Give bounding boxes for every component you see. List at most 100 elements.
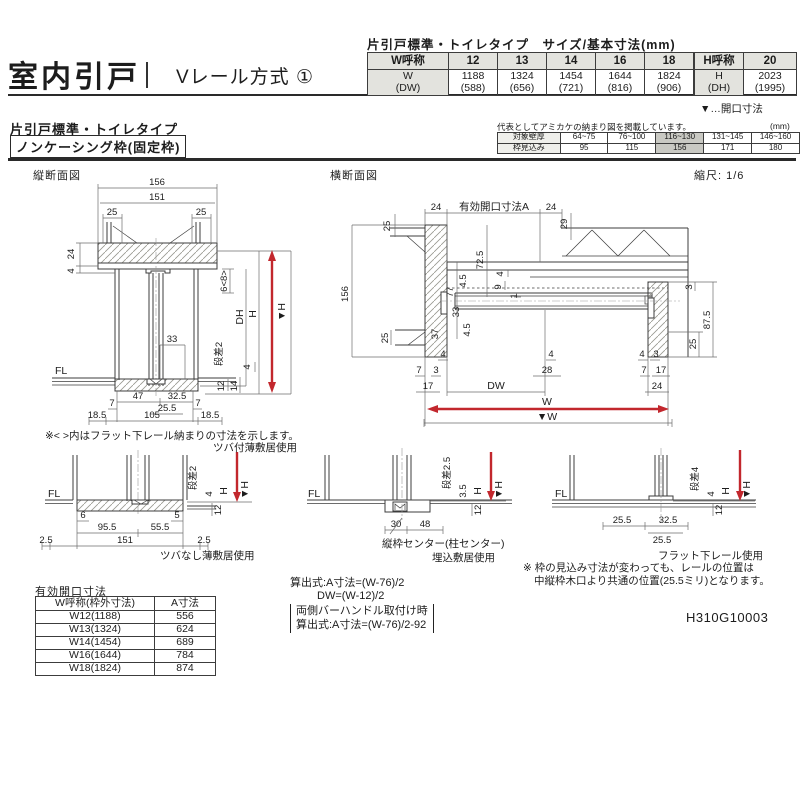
opening-table-title: 有効開口寸法: [35, 586, 107, 598]
d1-4: 4: [204, 491, 215, 496]
d3-32-5: 32.5: [659, 515, 678, 526]
size-table-value-row: W (DW) 1188(588) 1324(656) 1454(721) 164…: [367, 69, 694, 96]
detail1-linework: [45, 450, 216, 514]
h-col-20: 20: [743, 52, 797, 70]
wall-row2-label: 枠見込み: [497, 142, 561, 154]
wall-range-4: 131~145: [703, 132, 753, 144]
type-label: 片引戸標準・トイレタイプ: [10, 122, 179, 137]
w-row-label: W (DW): [367, 69, 449, 96]
wall-range-5: 146~160: [751, 132, 800, 144]
opening-w14: W14(1454): [35, 636, 155, 650]
hs-dim-87-5: 87.5: [702, 311, 713, 330]
wall-thickness-row: 対象壁厚 64~75 76~100 116~130 131~145 146~16…: [497, 132, 800, 144]
hs-dim-3-br: 3: [653, 349, 658, 360]
doc-code: H310G10003: [686, 610, 769, 625]
size-table-w: W呼称 12 13 14 16 18 W (DW) 1188(588) 1324…: [367, 52, 694, 96]
vs-dim-4-top: 4: [66, 268, 77, 273]
detail2-dim-lines: [384, 500, 506, 535]
dh-label: (DH): [707, 81, 731, 94]
detail1-arrow: [233, 452, 241, 502]
hs-dim-dw: DW: [487, 380, 505, 392]
d1-step: 段差2: [187, 466, 199, 490]
w-value-13: 1324(656): [497, 69, 547, 96]
d3-h-open: ▼H: [741, 481, 753, 499]
opening-row-w18: W18(1824) 874: [35, 662, 216, 676]
h-value-20: 2023(1995): [743, 69, 797, 96]
flat-rail-note-2: 中縦枠木口より共通の位置(25.5ミリ)となります。: [534, 575, 770, 587]
opening-row-w14: W14(1454) 689: [35, 636, 216, 650]
vs-height-arrow: [268, 250, 276, 393]
vs-dim-h-open: ▼H: [276, 303, 288, 321]
vs-dim-24: 24: [66, 249, 77, 260]
d1-6: 6: [80, 510, 85, 521]
frame-label-wrap: ノンケーシング枠(固定枠): [10, 135, 187, 158]
opening-a12: 556: [154, 610, 216, 624]
d1-2-5-right: 2.5: [197, 535, 210, 546]
vs-dim-25-right: 25: [196, 207, 207, 218]
hs-dim-24-right: 24: [546, 202, 557, 213]
w-value-14: 1454(721): [546, 69, 596, 96]
opening-w13: W13(1324): [35, 623, 155, 637]
w-col-18: 18: [644, 52, 694, 70]
formula-bracket: 両側バーハンドル取付け時 算出式:A寸法=(W-76)/2-92: [290, 604, 434, 633]
size-table-h: H呼称 20 H (DH) 2023(1995): [694, 52, 797, 96]
w18-w: 1824: [657, 69, 681, 82]
size-table-title: 片引戸標準・トイレタイプ サイズ/基本寸法(mm): [367, 38, 676, 52]
hs-dim-28: 28: [542, 365, 553, 376]
hs-dim-24-left: 24: [431, 202, 442, 213]
h20-h: 2023: [758, 69, 782, 82]
w-col-12: 12: [448, 52, 498, 70]
opening-a14: 689: [154, 636, 216, 650]
d2-fl-label: FL: [308, 488, 320, 500]
hs-dim-3-right: 3: [684, 284, 695, 289]
w-value-16: 1644(816): [595, 69, 645, 96]
hs-dim-3-bl: 3: [433, 365, 438, 376]
vs-dim-h: H: [247, 310, 259, 318]
hs-dim-w-open: ▼W: [537, 411, 557, 423]
wall-range-3: 116~130: [655, 132, 705, 144]
frame-label: ノンケーシング枠(固定枠): [10, 135, 187, 158]
vs-dim-105: 105: [144, 410, 160, 421]
hs-dim-25-top: 25: [382, 221, 393, 232]
hs-dim-156: 156: [340, 286, 351, 302]
vs-dim-dh: DH: [234, 309, 246, 324]
wall-table-unit: (mm): [770, 121, 790, 131]
detail3-linework: [552, 448, 756, 522]
opening-row-w12: W12(1188) 556: [35, 610, 216, 624]
vs-dim-12: 12: [216, 381, 227, 392]
frame-depth-row: 枠見込み 95 115 156 171 180: [497, 142, 800, 154]
hs-dim-4-br: 4: [639, 349, 644, 360]
w16-w: 1644: [608, 69, 632, 82]
hs-dim-25-right: 25: [688, 339, 699, 350]
w-value-12: 1188(588): [448, 69, 498, 96]
opening-row-w16: W16(1644) 784: [35, 649, 216, 663]
vs-dim-7-right: 7: [195, 398, 200, 409]
vs-dim-18-5-right: 18.5: [201, 410, 220, 421]
d2-3-5: 3.5: [458, 484, 469, 497]
section-rule: [8, 158, 796, 161]
hs-dim-33: 33: [451, 307, 462, 318]
w16-dw: (816): [607, 81, 633, 94]
formula-dw: DW=(W-12)/2: [317, 590, 385, 603]
flat-rail-note-1: ※ 枠の見込み寸法が変わっても、レールの位置は: [523, 562, 754, 574]
vs-dim-18-5-left: 18.5: [88, 410, 107, 421]
w12-dw: (588): [460, 81, 486, 94]
wall-table-note: 代表としてアミカケの納まり図を掲載しています。: [497, 122, 691, 132]
h-table-header-row: H呼称 20: [694, 52, 797, 70]
scale-label: 縮尺: 1/6: [694, 170, 745, 182]
vs-dim-7-left: 7: [109, 398, 114, 409]
d2-48: 48: [420, 519, 431, 530]
vs-caption: ツバ付薄敷居使用: [213, 442, 297, 454]
hs-dim-4-bm: 4: [548, 349, 553, 360]
formulas-block: 算出式:A寸法=(W-76)/2 DW=(W-12)/2 両側バーハンドル取付け…: [290, 577, 434, 633]
wall-range-2: 76~100: [607, 132, 657, 144]
d1-12: 12: [213, 505, 224, 516]
detail2-caption: 埋込敷居使用: [432, 552, 495, 564]
opening-table: W呼称(枠外寸法) A寸法 W12(1188) 556 W13(1324) 62…: [35, 596, 216, 676]
vertical-section-title: 縦断面図: [33, 170, 81, 182]
hs-dim-7-br: 7: [641, 365, 646, 376]
d2-h: H: [472, 487, 484, 495]
vs-dim-32-5: 32.5: [168, 391, 187, 402]
vs-dim-25-left: 25: [107, 207, 118, 218]
